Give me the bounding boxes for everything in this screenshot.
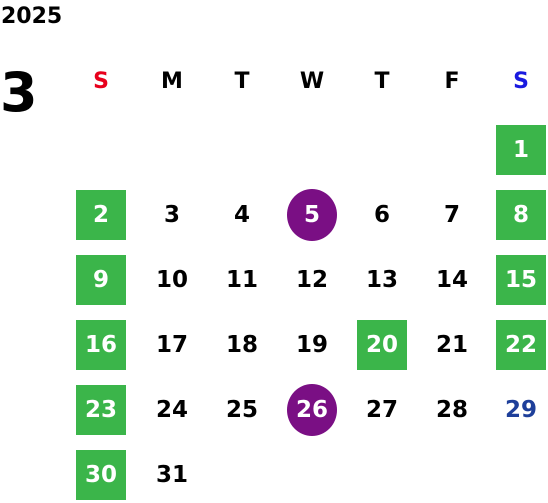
day-number: 19 — [295, 332, 328, 358]
day-number: 30 — [84, 462, 117, 488]
day-number: 13 — [365, 267, 398, 293]
day-number: 29 — [504, 397, 537, 423]
day-cell-20[interactable]: 20 — [357, 320, 407, 370]
day-number: 16 — [84, 332, 117, 358]
day-cell-19[interactable]: 19 — [287, 320, 337, 370]
day-cell-4[interactable]: 4 — [217, 190, 267, 240]
day-number: 22 — [504, 332, 537, 358]
day-cell-24[interactable]: 24 — [147, 385, 197, 435]
day-cell-31[interactable]: 31 — [147, 450, 197, 500]
day-cell-7[interactable]: 7 — [427, 190, 477, 240]
day-cell-28[interactable]: 28 — [427, 385, 477, 435]
day-number: 6 — [373, 202, 390, 228]
day-number: 2 — [92, 202, 109, 228]
day-number: 12 — [295, 267, 328, 293]
day-cell-21[interactable]: 21 — [427, 320, 477, 370]
day-number: 18 — [225, 332, 258, 358]
day-cell-15[interactable]: 15 — [496, 255, 546, 305]
day-number: 10 — [155, 267, 188, 293]
day-cell-8[interactable]: 8 — [496, 190, 546, 240]
day-cell-1[interactable]: 1 — [496, 125, 546, 175]
day-cell-10[interactable]: 10 — [147, 255, 197, 305]
weekday-1: M — [161, 69, 183, 94]
day-cell-27[interactable]: 27 — [357, 385, 407, 435]
day-cell-26[interactable]: 26 — [287, 384, 337, 436]
day-number: 28 — [435, 397, 468, 423]
day-number: 7 — [443, 202, 460, 228]
day-number: 23 — [84, 397, 117, 423]
weekday-2: T — [234, 69, 250, 94]
weekday-0: S — [93, 69, 109, 94]
day-cell-18[interactable]: 18 — [217, 320, 267, 370]
day-cell-12[interactable]: 12 — [287, 255, 337, 305]
day-cell-9[interactable]: 9 — [76, 255, 126, 305]
day-number: 24 — [155, 397, 188, 423]
day-number: 15 — [504, 267, 537, 293]
weekday-4: T — [374, 69, 390, 94]
weekday-5: F — [444, 69, 460, 94]
year-label: 2025 — [1, 4, 63, 29]
day-number: 25 — [225, 397, 258, 423]
day-number: 26 — [287, 384, 337, 436]
weekday-3: W — [299, 69, 325, 94]
day-number: 21 — [435, 332, 468, 358]
day-number: 11 — [225, 267, 258, 293]
weekday-6: S — [513, 69, 529, 94]
day-number: 27 — [365, 397, 398, 423]
day-number: 14 — [435, 267, 468, 293]
day-cell-30[interactable]: 30 — [76, 450, 126, 500]
day-cell-17[interactable]: 17 — [147, 320, 197, 370]
day-number: 1 — [512, 137, 529, 163]
day-number: 3 — [163, 202, 180, 228]
day-cell-25[interactable]: 25 — [217, 385, 267, 435]
day-cell-16[interactable]: 16 — [76, 320, 126, 370]
day-cell-6[interactable]: 6 — [357, 190, 407, 240]
day-number: 31 — [155, 462, 188, 488]
day-number: 17 — [155, 332, 188, 358]
day-number: 4 — [233, 202, 250, 228]
day-cell-29[interactable]: 29 — [496, 385, 546, 435]
day-cell-22[interactable]: 22 — [496, 320, 546, 370]
day-cell-13[interactable]: 13 — [357, 255, 407, 305]
day-cell-5[interactable]: 5 — [287, 189, 337, 241]
day-number: 9 — [92, 267, 109, 293]
month-label: 3 — [0, 61, 38, 124]
day-cell-3[interactable]: 3 — [147, 190, 197, 240]
day-number: 5 — [287, 189, 337, 241]
day-number: 8 — [512, 202, 529, 228]
day-cell-23[interactable]: 23 — [76, 385, 126, 435]
day-cell-14[interactable]: 14 — [427, 255, 477, 305]
day-cell-11[interactable]: 11 — [217, 255, 267, 305]
day-number: 20 — [365, 332, 398, 358]
day-cell-2[interactable]: 2 — [76, 190, 126, 240]
